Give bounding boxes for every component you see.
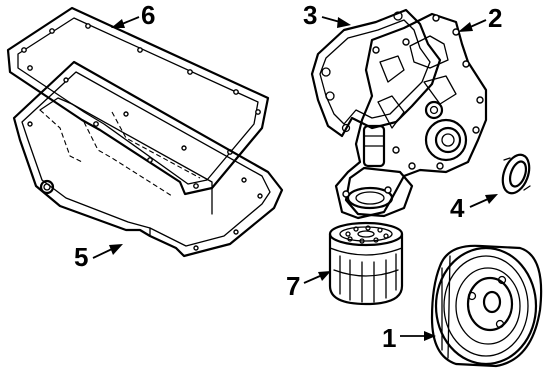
callout-6: 6 bbox=[111, 0, 155, 30]
timing-cover-gasket-icon bbox=[310, 8, 442, 138]
callout-label-1: 1 bbox=[382, 323, 396, 353]
callout-3: 3 bbox=[303, 0, 351, 30]
callout-label-6: 6 bbox=[141, 0, 155, 30]
callout-1: 1 bbox=[382, 323, 436, 353]
callout-label-5: 5 bbox=[74, 242, 88, 272]
oil-filter-icon bbox=[328, 221, 404, 306]
callout-7: 7 bbox=[286, 271, 331, 301]
front-seal-icon bbox=[501, 153, 531, 195]
callout-label-7: 7 bbox=[286, 271, 300, 301]
callout-2: 2 bbox=[458, 3, 502, 33]
callout-label-4: 4 bbox=[450, 193, 465, 223]
crankshaft-pulley-icon bbox=[430, 244, 543, 368]
callout-4: 4 bbox=[450, 193, 498, 223]
callout-label-2: 2 bbox=[488, 3, 502, 33]
callout-label-3: 3 bbox=[303, 0, 317, 30]
oil-pan-icon bbox=[12, 60, 284, 258]
timing-cover-icon bbox=[334, 12, 488, 220]
callout-5: 5 bbox=[74, 242, 123, 272]
oil-pan-gasket-icon bbox=[6, 6, 270, 196]
